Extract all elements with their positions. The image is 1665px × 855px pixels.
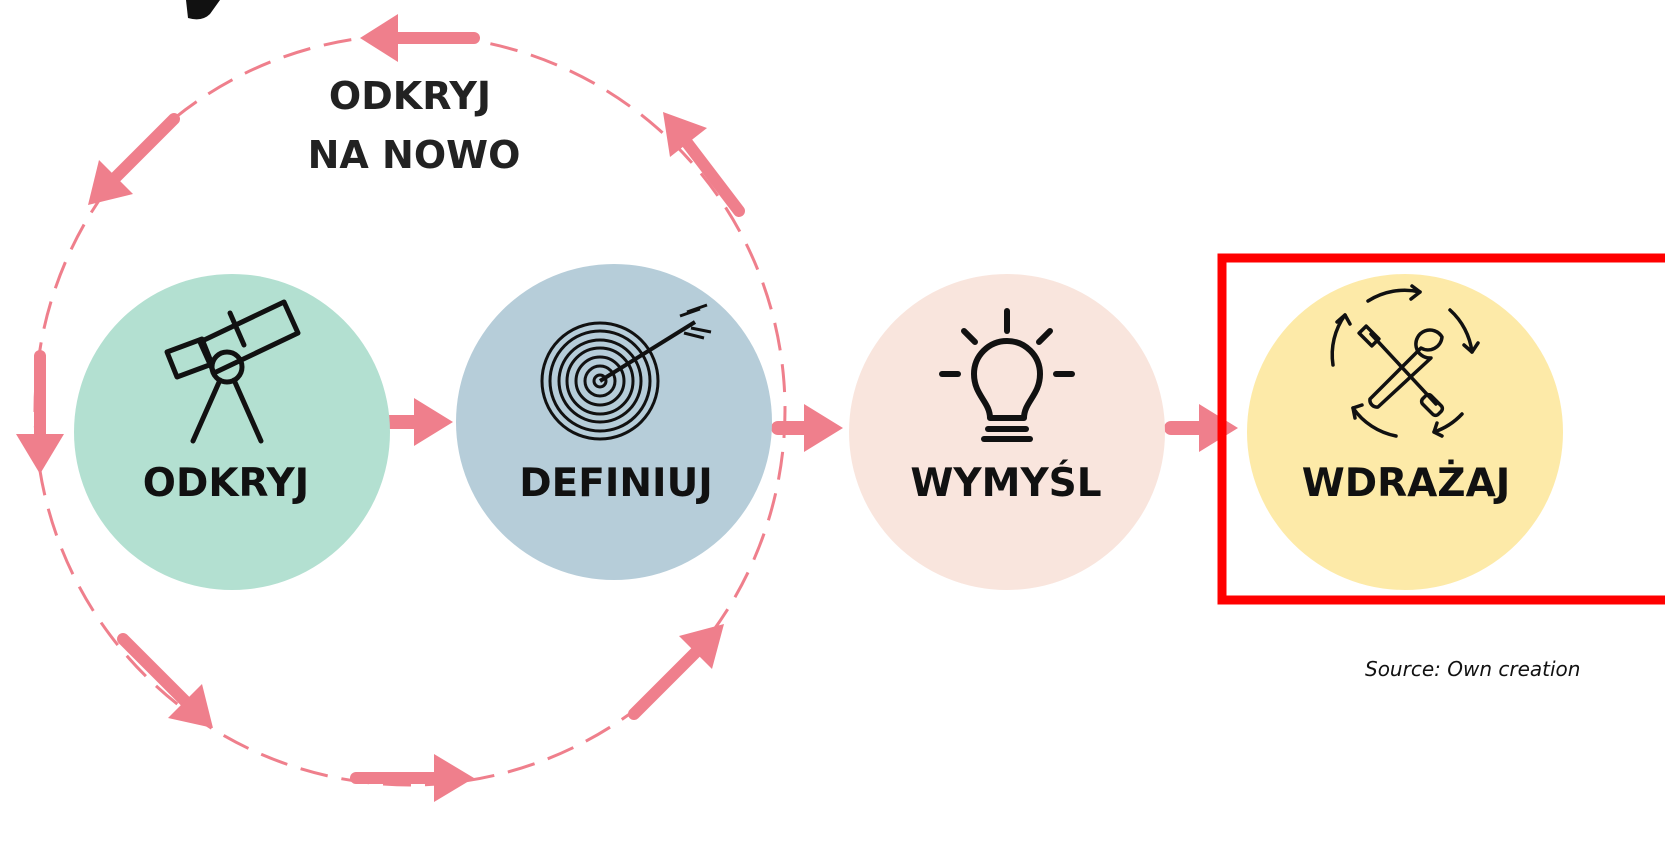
connector-arrow-2 (771, 404, 843, 452)
loop-arrow-lower-left (117, 633, 213, 728)
loop-arrow-top (360, 14, 480, 62)
tools-cycle-icon (1330, 284, 1480, 438)
connector-arrow-1 (379, 398, 453, 446)
stage-circle (456, 264, 772, 580)
source-caption: Source: Own creation (1365, 657, 1581, 681)
loop-label-line2: NA NOWO (308, 133, 521, 177)
stage-odkryj: ODKRYJ (74, 274, 390, 590)
highlight-frame (1217, 253, 1665, 605)
loop-arrow-left (16, 350, 64, 474)
loop-arrow-lower-right (628, 624, 724, 720)
stage-wymysl: WYMYŚL (849, 274, 1165, 590)
stage-wdrazaj: WDRAŻAJ (1247, 274, 1563, 590)
target-icon (540, 303, 712, 441)
loop-arrow-bottom (350, 754, 474, 802)
stage-label: WYMYŚL (910, 459, 1101, 506)
connector-arrow-3 (1164, 404, 1238, 452)
stage-definiuj: DEFINIUJ (456, 264, 772, 580)
telescope-icon (164, 299, 301, 444)
lightbulb-icon (939, 308, 1075, 442)
cropped-heading-fragment (186, 0, 220, 20)
loop-label-line1: ODKRYJ (329, 74, 491, 118)
stage-label: DEFINIUJ (519, 461, 713, 506)
loop-arrow-upper-left (88, 113, 180, 205)
stage-circle (1247, 274, 1563, 590)
stage-label: WDRAŻAJ (1302, 459, 1511, 506)
stage-label: ODKRYJ (143, 461, 309, 506)
stage-circle (74, 274, 390, 590)
loop-arrow-upper-right (663, 112, 745, 217)
